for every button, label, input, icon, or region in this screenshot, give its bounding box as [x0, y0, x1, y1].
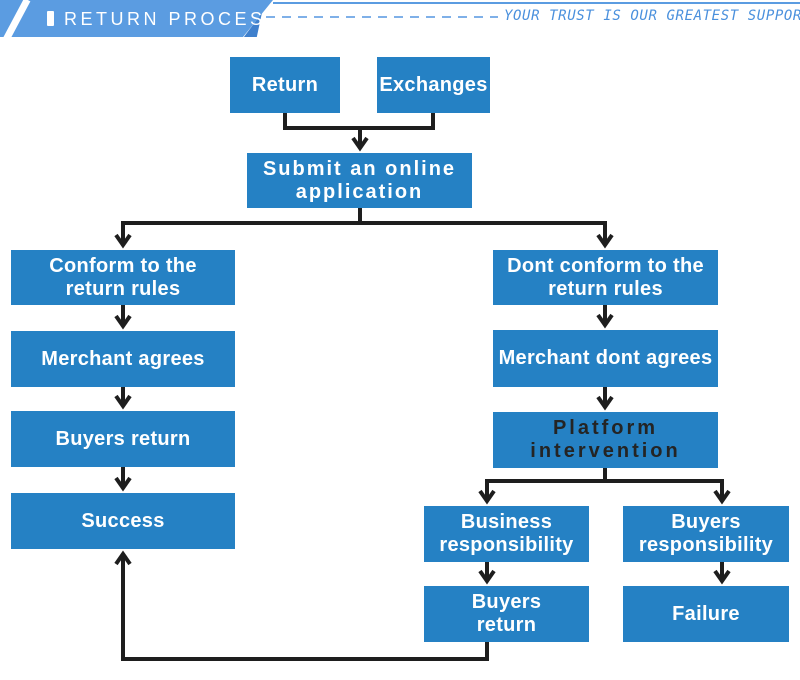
flow-node-label: Merchant dont agrees	[498, 347, 713, 369]
flow-node-failure: Failure	[623, 586, 789, 642]
page-title: RETURN PROCESS	[64, 9, 282, 29]
flow-node-platform-intervention: Platform intervention	[493, 412, 718, 468]
flow-node-label: responsibility	[439, 534, 574, 556]
flow-node-label: Submit an online	[262, 157, 457, 180]
flow-node-label: Merchant agrees	[41, 347, 205, 370]
flow-node-label: Platform	[552, 417, 659, 439]
flow-node-buyers-responsibility: Buyers responsibility	[623, 506, 789, 562]
flow-node-label: Success	[81, 509, 165, 532]
flow-node-buyers-return: Buyers return	[11, 411, 235, 467]
flow-node-buyers-return-2: Buyers return	[424, 586, 589, 642]
flow-node-conform-rules: Conform to the return rules	[11, 250, 235, 305]
flow-node-label: Return	[251, 73, 319, 96]
flow-node-label: Dont conform to the	[507, 254, 704, 277]
header-banner	[0, 0, 273, 37]
flow-node-merchant-dont-agrees: Merchant dont agrees	[493, 330, 718, 387]
flow-node-label: Failure	[672, 602, 740, 625]
flow-node-label: return rules	[548, 277, 663, 300]
flow-node-label: Buyers	[471, 591, 542, 613]
flow-node-label: return rules	[65, 277, 181, 300]
flow-node-business-responsibility: Business responsibility	[424, 506, 589, 562]
flow-node-merchant-agrees: Merchant agrees	[11, 331, 235, 387]
flow-node-label: Conform to the	[49, 254, 197, 277]
flow-node-label: Exchanges	[379, 73, 488, 96]
flow-node-label: Buyers	[671, 511, 741, 533]
flow-node-label: Buyers return	[55, 427, 191, 450]
connector-loop-to-success	[114, 550, 489, 661]
flow-node-label: Business	[460, 511, 553, 533]
header-dashed-rule	[266, 16, 498, 18]
header-slogan: YOUR TRUST IS OUR GREATEST SUPPORT	[504, 8, 800, 24]
header-top-rule	[273, 2, 800, 4]
flow-node-submit-application: Submit an online application	[247, 153, 472, 208]
flow-node-dont-conform-rules: Dont conform to the return rules	[493, 250, 718, 305]
flow-node-exchanges: Exchanges	[377, 57, 490, 113]
flow-node-label: responsibility	[638, 534, 774, 556]
flow-node-label: return	[476, 614, 537, 636]
flow-node-return: Return	[230, 57, 340, 113]
flow-node-success: Success	[11, 493, 235, 549]
connector-return-exchanges-merge	[283, 113, 435, 130]
flow-node-label: application	[295, 180, 424, 203]
title-bar-icon	[47, 11, 54, 26]
flow-node-label: intervention	[530, 440, 681, 462]
